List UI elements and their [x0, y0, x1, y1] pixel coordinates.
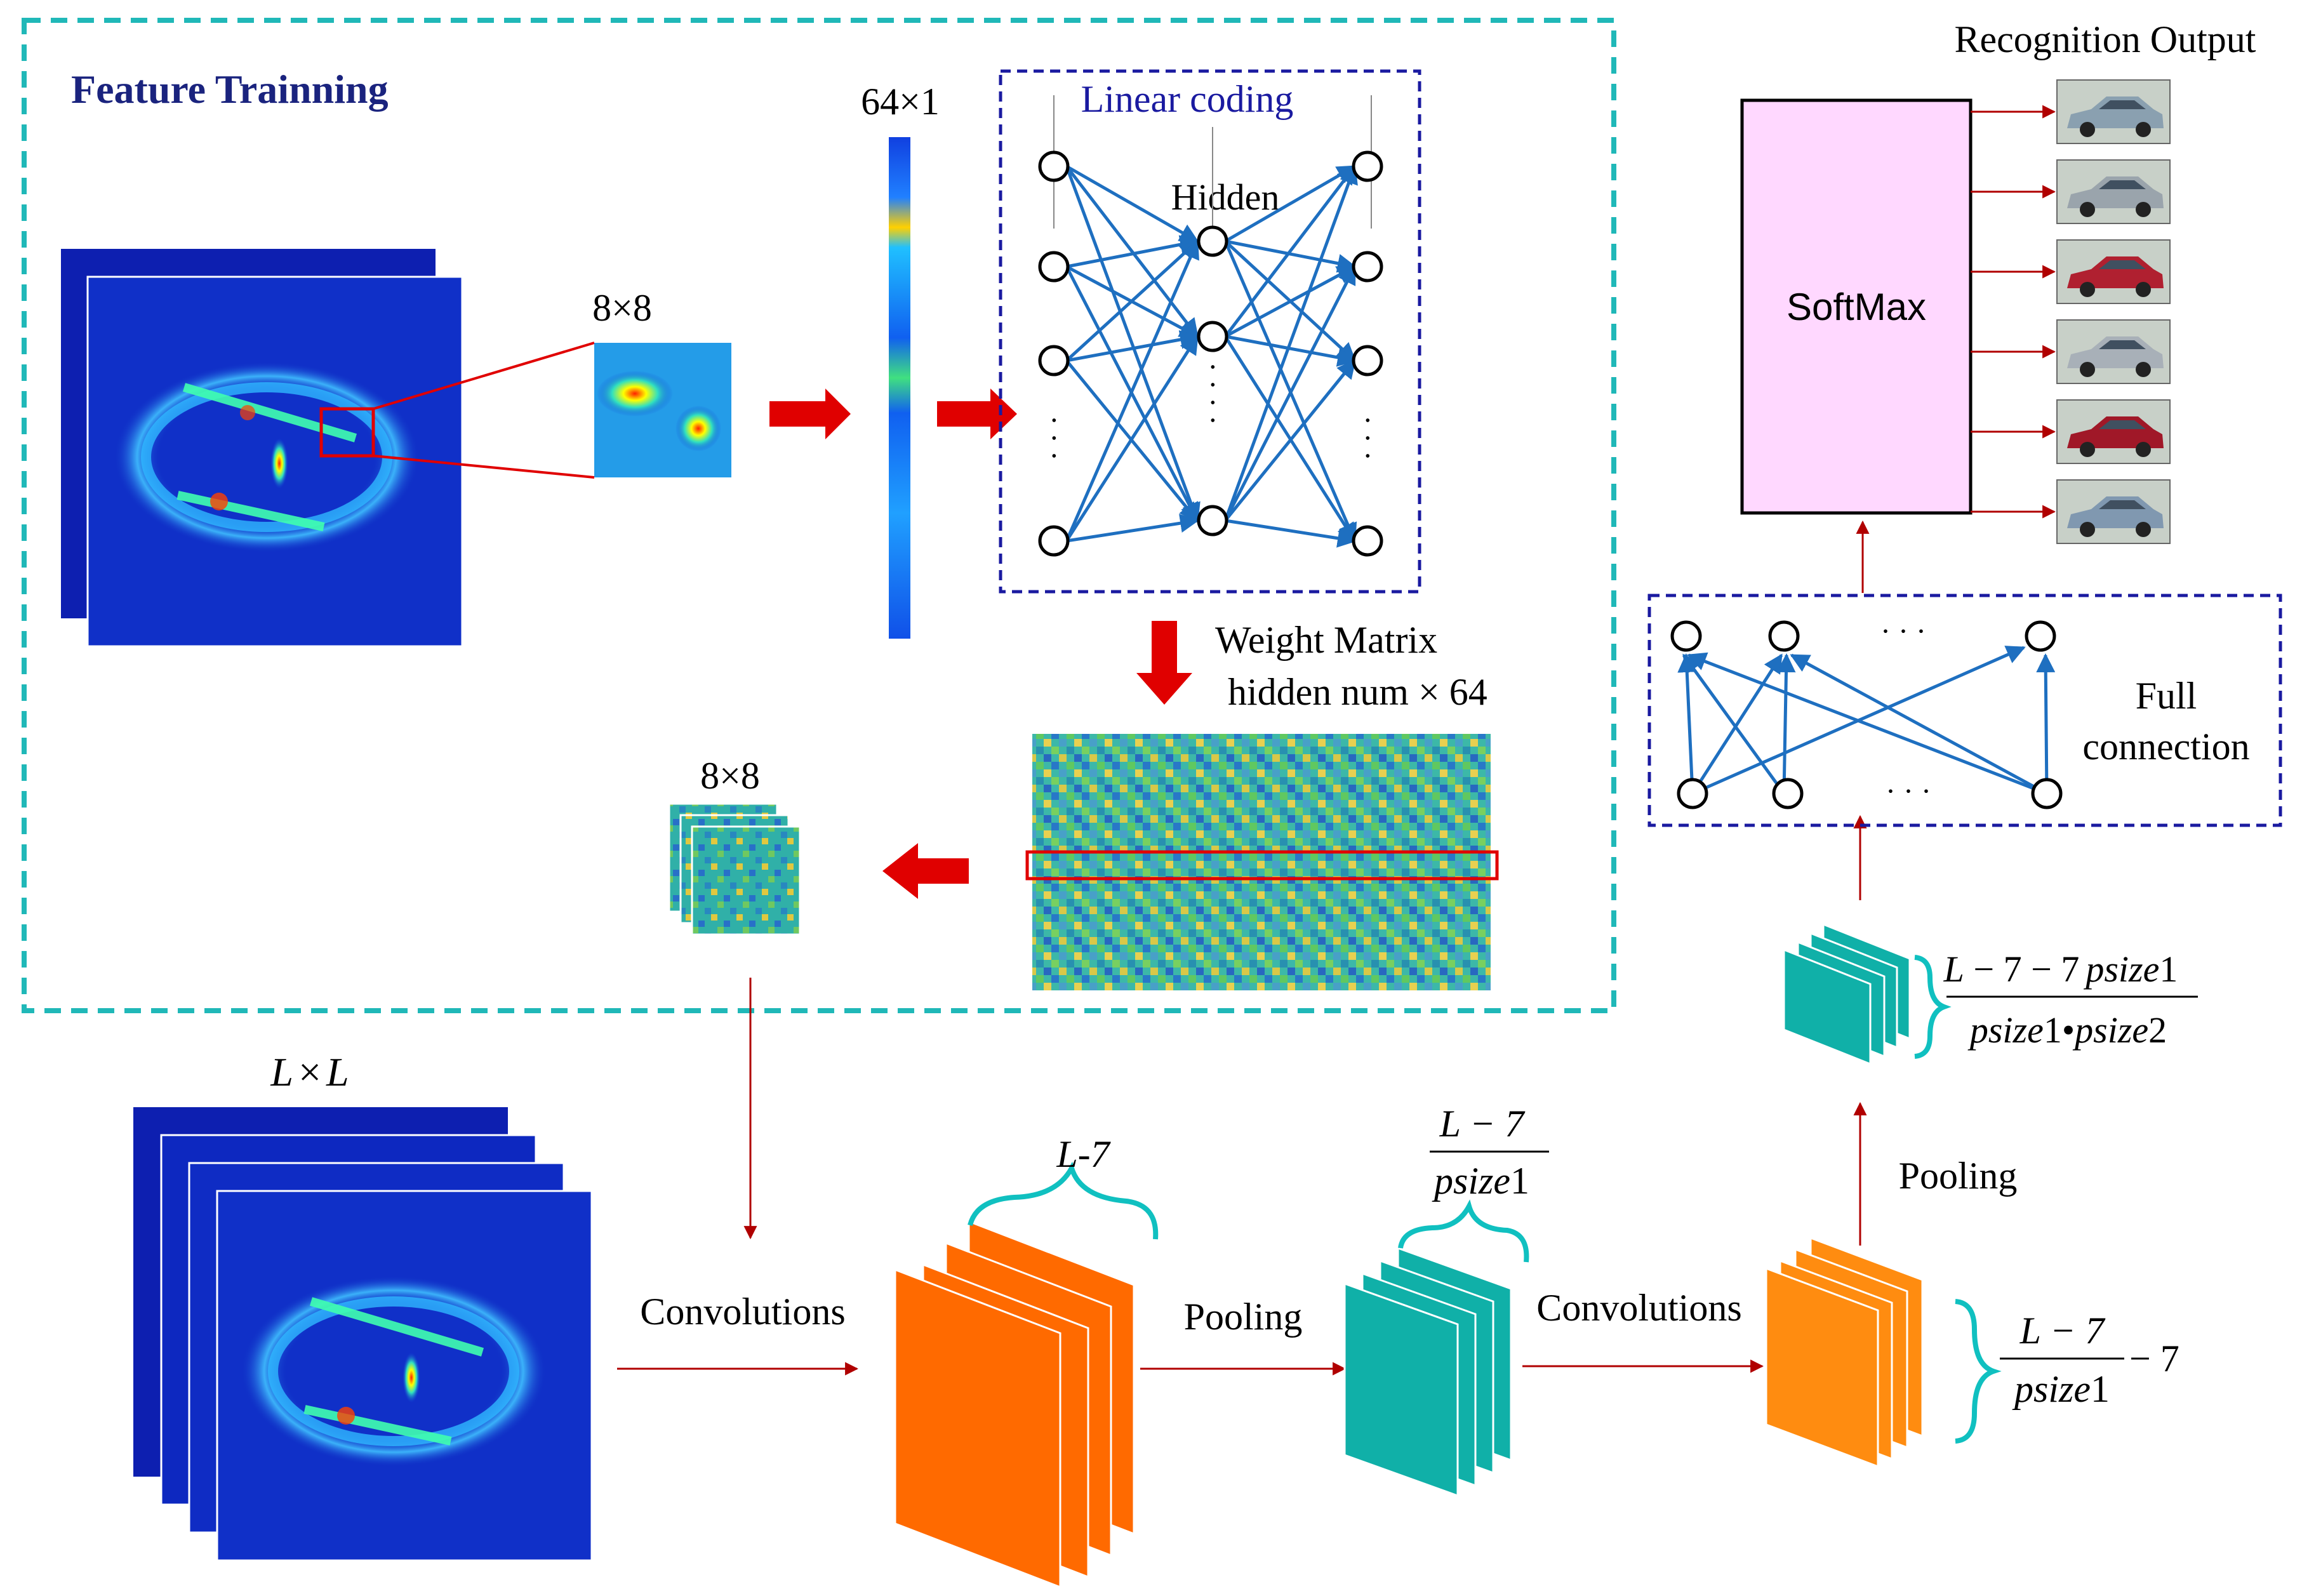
convolutions-label-1: Convolutions	[640, 1291, 845, 1333]
conv1-feature-maps	[894, 1220, 1135, 1589]
output-dots: · · ·	[1351, 415, 1385, 461]
conv2-size-brace	[1955, 1299, 2002, 1444]
pool1-size-brace	[1398, 1199, 1529, 1263]
full-connection-edges	[1677, 646, 2056, 795]
selected-patch-box	[319, 407, 375, 458]
hidden-node	[1197, 505, 1228, 536]
full-connection-label-2: connection	[2082, 726, 2249, 768]
conv2-numerator: L − 7	[2019, 1310, 2106, 1352]
recognition-outputs	[1971, 79, 2171, 544]
hidden-dots: · · · ·	[1196, 362, 1230, 425]
pooling-label-2: Pooling	[1899, 1155, 2018, 1197]
car-thumbnail	[2056, 239, 2171, 304]
hidden-label: Hidden	[1171, 176, 1280, 218]
feature-vector-64x1	[889, 137, 910, 639]
fc-bottom-node	[1677, 778, 1708, 809]
hidden-node	[1197, 321, 1228, 352]
pool1-numerator: L − 7	[1439, 1103, 1526, 1145]
input-node	[1038, 251, 1070, 283]
fc-dots-bottom: · · ·	[1886, 775, 1931, 808]
car-thumbnail	[2056, 399, 2171, 464]
fc-top-node	[1768, 620, 1800, 652]
patch-8x8	[594, 343, 731, 477]
pool1-feature-maps	[1343, 1246, 1512, 1498]
softmax-box	[1740, 98, 1973, 515]
fc-bottom-node	[2031, 778, 2063, 809]
conv2-feature-maps	[1765, 1236, 1924, 1468]
conv2-denominator: psize1	[2012, 1368, 2110, 1410]
autoencoder-nodes	[1038, 150, 1383, 557]
input-node	[1038, 150, 1070, 182]
fc-dots-top: · · ·	[1880, 615, 1926, 648]
linear-coding-box	[999, 69, 1421, 594]
output-node	[1352, 345, 1383, 376]
pool2-denominator: psize1•psize2	[1967, 1009, 2167, 1051]
training-input-images	[61, 249, 463, 648]
fc-top-node	[1670, 620, 1702, 652]
pool2-feature-maps	[1783, 922, 1911, 1066]
input-image-stack	[133, 1107, 593, 1562]
autoencoder-network	[1053, 95, 1372, 548]
feature-training-title: Feature Trainning	[71, 67, 389, 112]
convolutions-label-2: Convolutions	[1536, 1287, 1741, 1329]
weight-matrix-label: Weight Matrix	[1215, 619, 1437, 661]
car-thumbnail	[2056, 479, 2171, 544]
hidden-node	[1197, 225, 1228, 257]
car-thumbnail	[2056, 79, 2171, 144]
linear-coding-label: Linear coding	[1081, 78, 1294, 120]
weight-matrix	[1032, 734, 1491, 990]
pool1-size-fraction: L − 7 psize1	[1430, 1103, 1549, 1202]
input-node	[1038, 525, 1070, 557]
input-node	[1038, 345, 1070, 376]
filters-label: 8×8	[700, 755, 760, 797]
car-thumbnail	[2056, 319, 2171, 384]
pool2-size-brace	[1914, 955, 1952, 1059]
full-connection-label-1: Full	[2136, 675, 2197, 717]
conv1-size-brace	[968, 1161, 1159, 1240]
output-node	[1352, 251, 1383, 283]
conv2-minus: − 7	[2129, 1338, 2179, 1380]
zoom-line-top	[373, 342, 595, 410]
conv1-size-label: L-7	[1056, 1133, 1111, 1175]
arrow-network-to-weights	[1136, 621, 1192, 705]
conv2-size-fraction: L − 7 psize1 − 7	[2000, 1310, 2179, 1410]
patch-label: 8×8	[592, 287, 652, 329]
arrow-patch-to-vector	[769, 389, 851, 439]
learned-filters	[668, 802, 801, 936]
input-size-label: L×L	[270, 1049, 349, 1094]
output-node	[1352, 525, 1383, 557]
weight-matrix-dims: hidden num × 64	[1228, 671, 1487, 713]
car-thumbnail	[2056, 159, 2171, 224]
recognition-output-label: Recognition Output	[1955, 18, 2256, 60]
pooling-label-1: Pooling	[1184, 1296, 1303, 1338]
zoom-line-bottom	[373, 455, 595, 479]
pool1-denominator: psize1	[1432, 1160, 1529, 1202]
output-node	[1352, 150, 1383, 182]
arrow-weights-to-filters	[882, 843, 969, 899]
input-dots: · · ·	[1037, 415, 1071, 461]
vector-label: 64×1	[861, 81, 940, 123]
full-connection-box	[1647, 594, 2282, 827]
feature-training-box	[22, 18, 1616, 1013]
softmax-label: SoftMax	[1786, 286, 1926, 328]
fc-top-node	[2025, 620, 2056, 652]
fc-bottom-node	[1772, 778, 1804, 809]
weight-matrix-selected-row	[1025, 850, 1499, 881]
arrow-vector-to-network	[937, 389, 1017, 439]
full-connection-nodes	[1670, 620, 2063, 809]
